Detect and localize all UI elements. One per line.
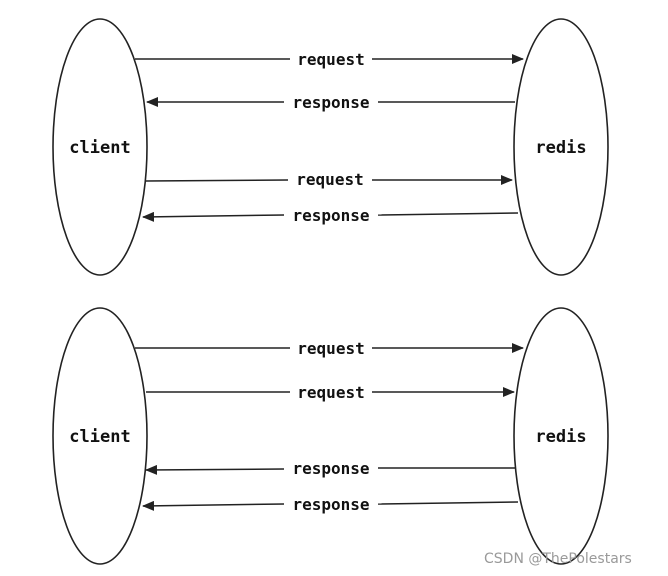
request-arrow: request (145, 170, 513, 189)
request-label: request (297, 50, 364, 69)
client-node (52, 18, 148, 276)
request-arrow: request (135, 50, 524, 69)
response-label: response (292, 93, 369, 112)
request-arrow: request (146, 383, 515, 402)
client-label: client (69, 138, 130, 158)
response-label: response (292, 495, 369, 514)
response-arrow: response (142, 495, 519, 514)
response-arrow: response (146, 93, 515, 112)
redis-node (513, 307, 609, 565)
client-node (52, 307, 148, 565)
watermark: CSDN @ThePolestars (484, 551, 632, 567)
redis-label: redis (535, 427, 586, 447)
response-arrow: response (142, 206, 519, 225)
response-arrow: response (145, 459, 515, 478)
diagram-top: client redis request response request re… (52, 18, 609, 276)
response-label: response (292, 459, 369, 478)
request-arrow: request (135, 339, 524, 358)
redis-label: redis (535, 138, 586, 158)
client-label: client (69, 427, 130, 447)
response-label: response (292, 206, 369, 225)
request-label: request (297, 339, 364, 358)
request-label: request (297, 383, 364, 402)
redis-node (513, 18, 609, 276)
request-label: request (296, 170, 363, 189)
diagram-bottom: client redis request request response re… (52, 307, 609, 565)
